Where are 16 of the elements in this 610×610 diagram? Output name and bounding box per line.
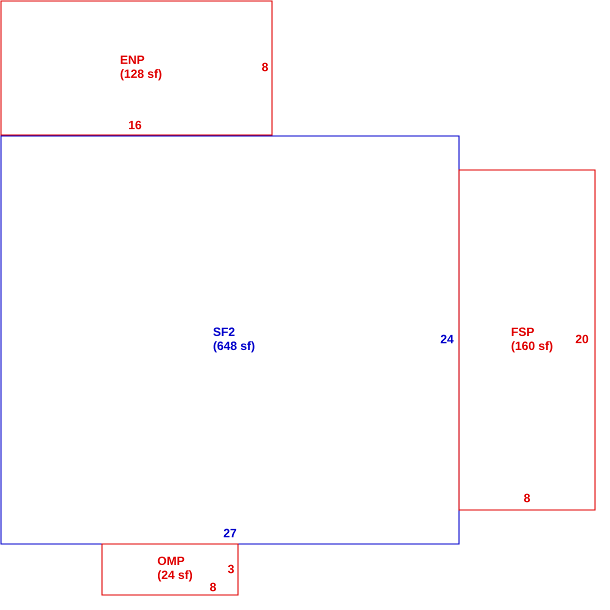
dimension-label: 16 [129,120,142,130]
room-box [0,0,273,136]
room-label: SF2 (648 sf) [213,328,254,352]
room-label: ENP (128 sf) [120,56,162,80]
dimension-label: 27 [224,528,236,538]
room-box [101,543,239,596]
room-label: FSP (160 sf) [512,328,552,352]
dimension-label: 3 [228,564,234,574]
dimension-label: 8 [524,494,530,502]
dimension-label: 8 [262,62,268,72]
dimension-label: 24 [440,334,454,344]
dimension-label: 8 [210,582,216,592]
room-box [0,135,460,545]
dimension-label: 20 [576,334,588,344]
room-box [458,169,596,511]
room-label: OMP (24 sf) [158,556,192,582]
